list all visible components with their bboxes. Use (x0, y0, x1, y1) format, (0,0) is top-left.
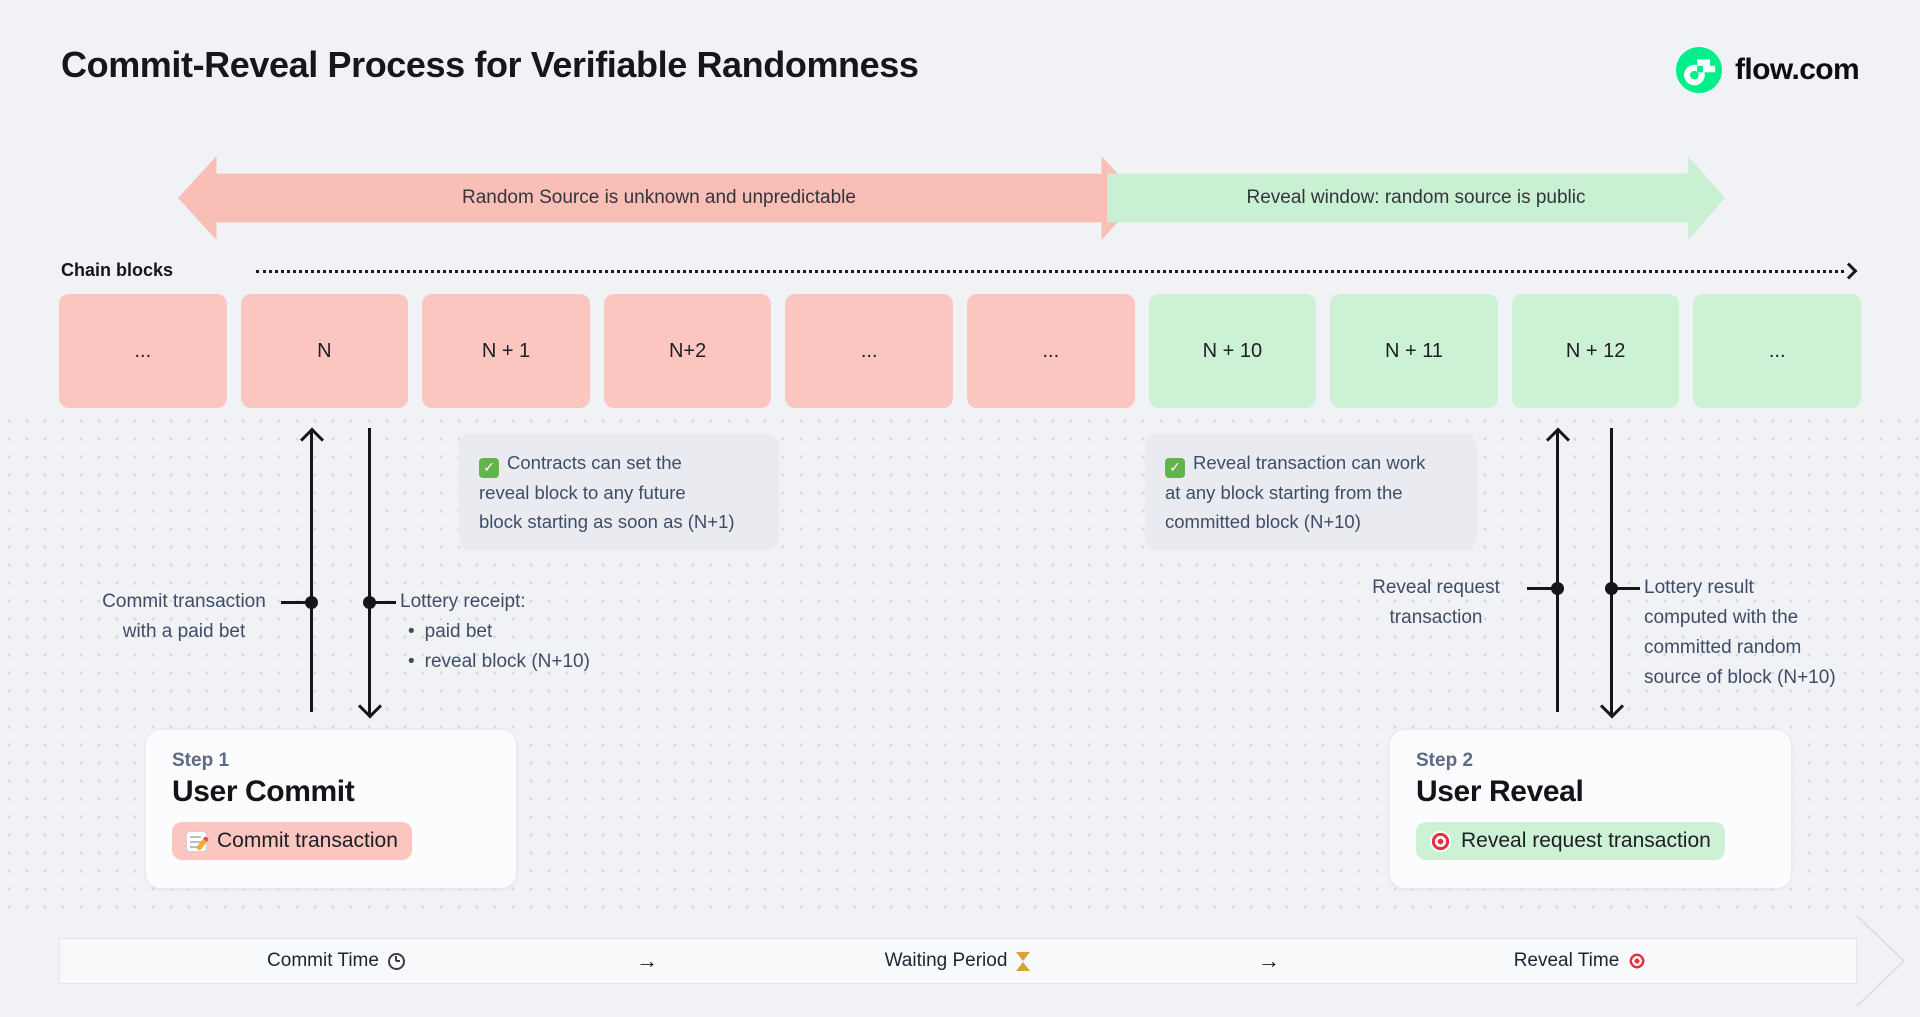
chain-block: N+2 (603, 294, 772, 408)
phase-arrow-unknown-label: Random Source is unknown and unpredictab… (462, 187, 856, 208)
right-arrow: → (636, 948, 658, 973)
note-line: Reveal transaction can work (1165, 448, 1457, 478)
connector-dot (363, 596, 376, 609)
phase-arrow-reveal-label: Reveal window: random source is public (1246, 187, 1586, 208)
flow-logo-icon (1676, 47, 1722, 93)
reveal-request-badge: Reveal request transaction (1416, 822, 1725, 860)
commit-note: Contracts can set the reveal block to an… (459, 434, 779, 550)
phase-arrow-reveal: Reveal window: random source is public (1107, 156, 1725, 240)
phase-arrow-unknown: Random Source is unknown and unpredictab… (178, 156, 1140, 240)
reveal-note: Reveal transaction can work at any block… (1145, 434, 1477, 550)
commit-time-cell: Commit Time (60, 950, 612, 972)
label-line: transaction (1389, 607, 1483, 628)
chain-block: N + 10 (1148, 294, 1317, 408)
connector-dot (1551, 582, 1564, 595)
flow-brand[interactable]: flow.com (1676, 47, 1860, 93)
note-line: reveal block to any future (479, 481, 686, 503)
chain-block: ... (785, 294, 953, 408)
commit-up-arrow (310, 432, 313, 712)
label-line: source of block (N+10) (1644, 667, 1836, 688)
note-line: Contracts can set the (479, 448, 759, 478)
connector-line (1527, 587, 1553, 590)
target-icon (1430, 830, 1451, 852)
chain-block: N + 12 (1511, 294, 1680, 408)
label-line: committed random (1644, 637, 1802, 658)
time-phases-bar: Commit Time → Waiting Period → Reveal Ti… (59, 938, 1857, 984)
step-kicker: Step 1 (172, 750, 230, 771)
lottery-receipt-label: Lottery receipt: paid bet reveal block (… (400, 587, 590, 677)
step-1-card: Step 1 User Commit Commit transaction (145, 729, 517, 889)
label-line: Lottery receipt: (400, 591, 526, 612)
right-arrow: → (1258, 948, 1280, 973)
waiting-period-cell: Waiting Period (682, 950, 1234, 972)
chain-block: ... (59, 294, 227, 408)
stopwatch-icon (387, 952, 405, 970)
note-text: Reveal transaction can work (1193, 452, 1426, 473)
receipt-item: reveal block (N+10) (400, 647, 590, 677)
lottery-result-label: Lottery result computed with the committ… (1644, 573, 1836, 693)
cell-label: Reveal Time (1513, 950, 1620, 971)
label-line: with a paid bet (122, 621, 246, 642)
chain-block: ... (967, 294, 1135, 408)
reveal-request-label: Reveal request transaction (1348, 573, 1524, 633)
step-title: User Reveal (1416, 775, 1584, 808)
receipt-down-arrow (368, 428, 371, 714)
connector-line (281, 601, 307, 604)
chain-block: N + 1 (422, 294, 590, 408)
step-2-card: Step 2 User Reveal Reveal request transa… (1389, 729, 1792, 889)
brand-name: flow.com (1735, 53, 1860, 86)
cell-label: Waiting Period (884, 950, 1008, 971)
chain-timeline-dotted-line (256, 270, 1844, 273)
connector-line (374, 601, 396, 604)
hourglass-icon (1016, 951, 1031, 971)
target-icon (1628, 952, 1647, 970)
chain-block: ... (1693, 294, 1861, 408)
cell-label: Commit Time (267, 950, 379, 971)
commit-transaction-label: Commit transaction with a paid bet (88, 587, 280, 647)
label-line: computed with the (1644, 607, 1799, 628)
chain-block: N + 11 (1330, 294, 1498, 408)
chain-blocks-row: ... N N + 1 N+2 ... ... N + 10 N + 11 N … (59, 294, 1861, 408)
check-icon (1165, 457, 1185, 478)
label-line: Commit transaction (102, 591, 266, 612)
memo-icon (186, 830, 207, 852)
chain-timeline-arrowhead-icon (1840, 262, 1858, 280)
chain-block: N (240, 294, 409, 408)
chain-blocks-label: Chain blocks (61, 260, 174, 280)
check-icon (479, 457, 499, 478)
badge-label: Reveal request transaction (1461, 829, 1711, 852)
step-kicker: Step 2 (1416, 750, 1474, 771)
result-down-arrow (1610, 428, 1613, 714)
label-line: Lottery result (1644, 577, 1754, 598)
note-line: at any block starting from the (1165, 481, 1403, 503)
badge-label: Commit transaction (217, 829, 398, 852)
note-line: committed block (N+10) (1165, 510, 1361, 532)
note-line: block starting as soon as (N+1) (479, 510, 735, 532)
step-title: User Commit (172, 775, 355, 808)
reveal-up-arrow (1556, 432, 1559, 712)
reveal-time-cell: Reveal Time (1304, 950, 1856, 972)
label-line: Reveal request (1372, 577, 1500, 598)
connector-line (1616, 587, 1640, 590)
page-title: Commit-Reveal Process for Verifiable Ran… (61, 44, 919, 85)
connector-dot (305, 596, 318, 609)
note-text: Contracts can set the (507, 452, 682, 473)
receipt-item: paid bet (400, 617, 590, 647)
commit-transaction-badge: Commit transaction (172, 822, 412, 860)
timeline-arrowhead-icon (1856, 915, 1906, 1007)
connector-dot (1605, 582, 1618, 595)
